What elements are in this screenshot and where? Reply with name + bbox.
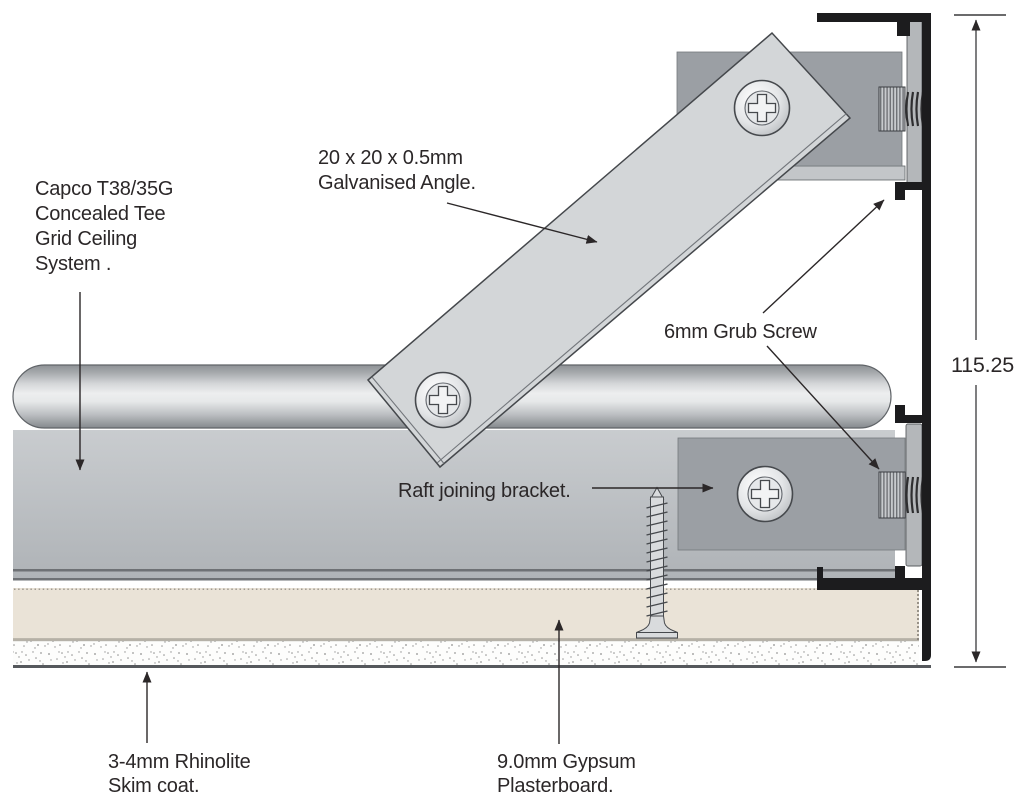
- label-plasterboard-line2: Plasterboard.: [497, 775, 613, 797]
- trim-vertical-bar: [922, 13, 931, 661]
- skim-coat-bottom-line: [13, 665, 931, 668]
- label-grub-screw: 6mm Grub Screw: [664, 199, 885, 470]
- label-skim-coat-line2: Skim coat.: [108, 775, 199, 797]
- trim-upper-clip: [895, 182, 922, 200]
- perimeter-trim-profile: [817, 13, 931, 661]
- grub-screw-arrow-lower: [766, 345, 880, 470]
- label-raft-bracket: Raft joining bracket.: [398, 480, 714, 502]
- annotations: Capco T38/35G Concealed Tee Grid Ceiling…: [35, 14, 1014, 797]
- skim-coat-layer: [13, 640, 931, 668]
- trim-top-bar: [817, 13, 931, 22]
- raft-panel-edge-line-upper: [13, 569, 895, 572]
- trim-lower-clip: [895, 405, 922, 423]
- phillips-screw-angle-upper: [733, 79, 791, 137]
- plasterboard-layer: [13, 588, 919, 663]
- label-plasterboard-line1: 9.0mm Gypsum: [497, 751, 636, 773]
- label-grid-system-line4: System .: [35, 253, 111, 275]
- trim-bottom-stub: [895, 566, 905, 579]
- trim-flange-upper: [906, 19, 923, 186]
- label-galvanised-angle-line2: Galvanised Angle.: [318, 172, 476, 194]
- label-grid-system-line3: Grid Ceiling: [35, 228, 137, 250]
- label-grub-screw-text: 6mm Grub Screw: [664, 321, 818, 343]
- label-raft-bracket-text: Raft joining bracket.: [398, 480, 571, 502]
- label-grid-system-line2: Concealed Tee: [35, 203, 166, 225]
- galvanised-angle-arrow: [446, 202, 598, 244]
- trim-top-hook: [897, 22, 910, 36]
- raft-panel-edge-line-lower: [13, 578, 895, 581]
- label-grid-system-line1: Capco T38/35G: [35, 178, 173, 200]
- trim-flange-lower: [905, 423, 923, 567]
- grub-screw-arrow-upper: [762, 199, 885, 314]
- grub-screw-upper: [878, 86, 925, 132]
- galvanised-angle-plate: [366, 31, 852, 469]
- label-grid-system: Capco T38/35G Concealed Tee Grid Ceiling…: [35, 178, 173, 471]
- label-plasterboard: 9.0mm Gypsum Plasterboard.: [497, 619, 636, 797]
- trim-bottom-band: [817, 567, 931, 590]
- phillips-screw-bracket: [736, 465, 794, 523]
- phillips-screw-angle-lower: [414, 371, 472, 429]
- dimension-value: 115.25: [951, 353, 1014, 377]
- grub-screw-lower: [878, 471, 925, 519]
- dimension-115-25: 115.25: [951, 14, 1014, 668]
- label-galvanised-angle-line1: 20 x 20 x 0.5mm: [318, 147, 463, 169]
- label-galvanised-angle: 20 x 20 x 0.5mm Galvanised Angle.: [318, 147, 598, 244]
- label-skim-coat-line1: 3-4mm Rhinolite: [108, 751, 251, 773]
- drywall-screw: [636, 486, 678, 639]
- label-skim-coat: 3-4mm Rhinolite Skim coat.: [108, 671, 251, 797]
